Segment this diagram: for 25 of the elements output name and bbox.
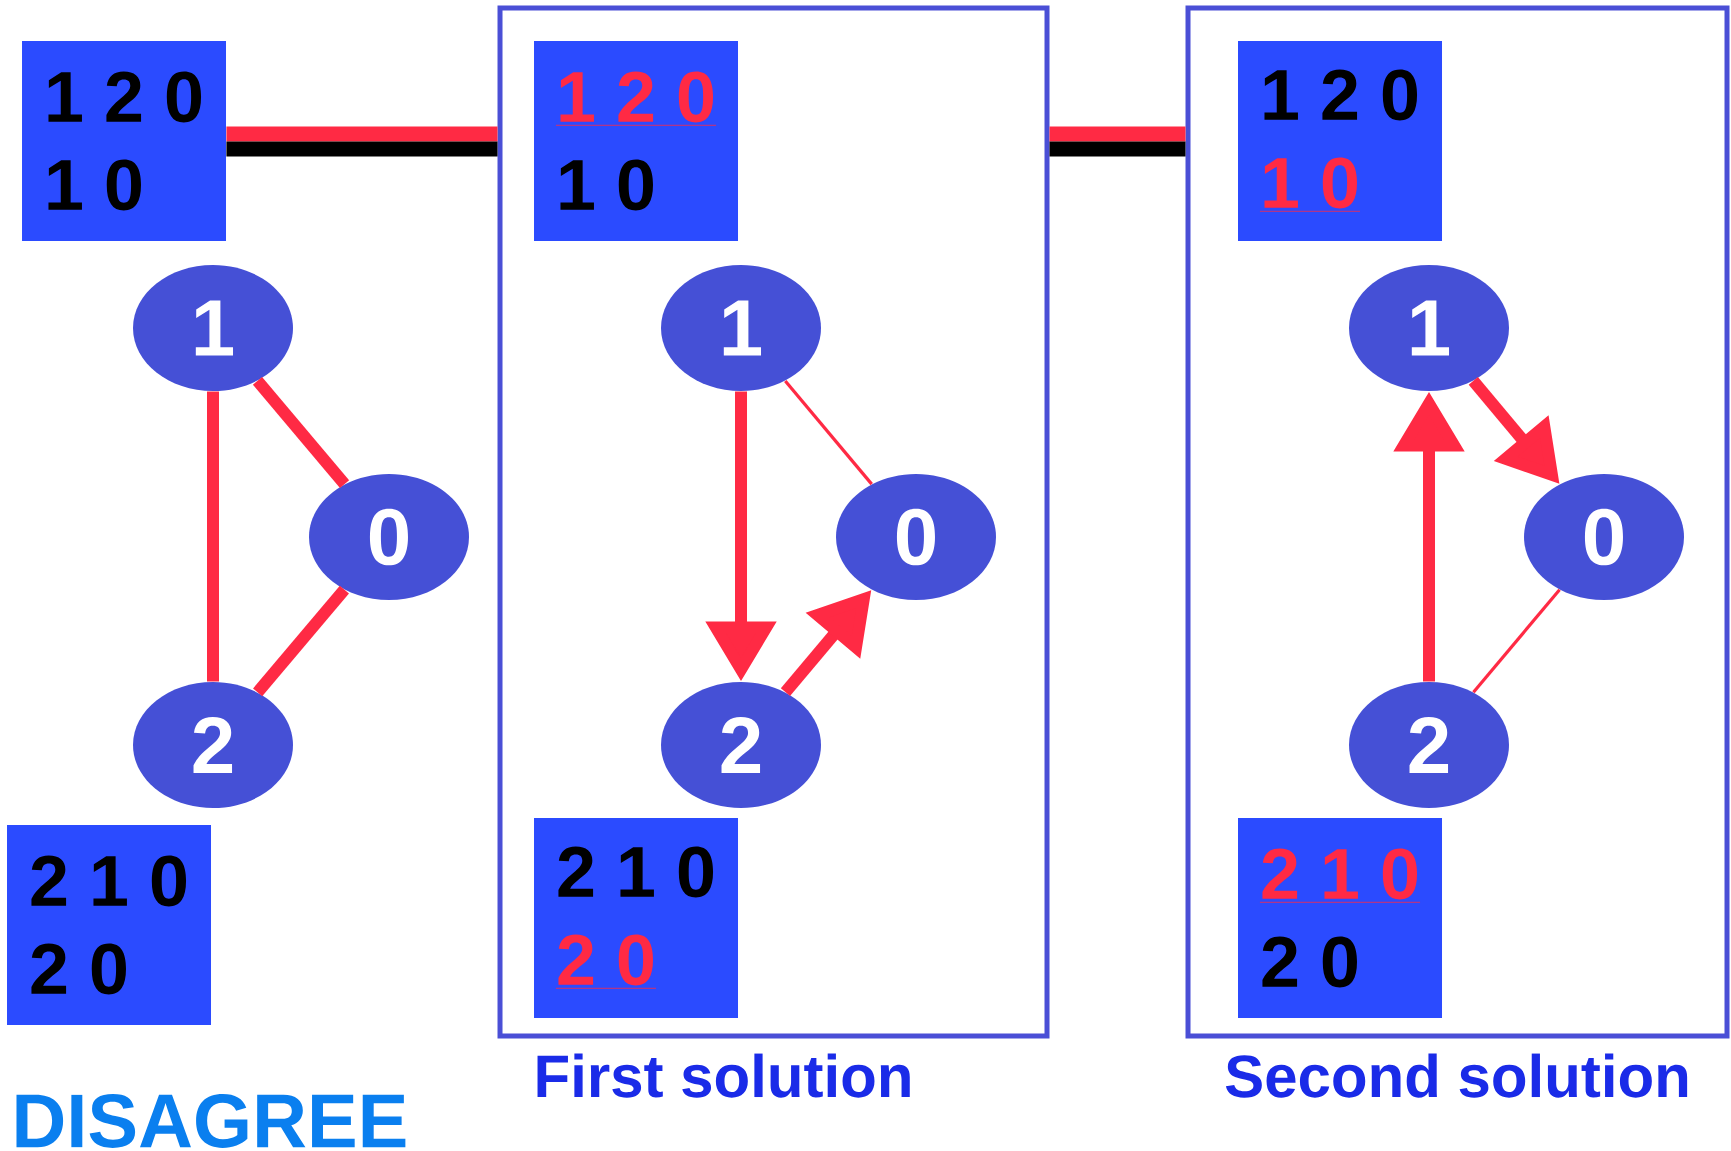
route-table: 2 1 0 2 0 [7, 825, 211, 1025]
route-table: 2 1 0 2 0 [534, 818, 738, 1018]
router-node: 1 [133, 265, 293, 391]
router-node: 2 [133, 682, 293, 808]
router-node: 0 [309, 474, 469, 600]
link-line [253, 585, 349, 697]
frame-caption: Second solution [1225, 1053, 1688, 1098]
link-line [207, 391, 219, 682]
diagram-label: DISAGREE [16, 1094, 406, 1148]
frame-caption: First solution [537, 1053, 910, 1098]
route-table: 1 2 0 1 0 [22, 41, 226, 241]
route-table: 2 1 0 2 0 [1238, 818, 1442, 1018]
router-node: 1 [661, 265, 821, 391]
router-node: 2 [1349, 682, 1509, 808]
link-line [1049, 126, 1186, 157]
router-node: 0 [1524, 474, 1684, 600]
link-line [226, 126, 498, 157]
link-line [784, 379, 873, 486]
router-node: 1 [1349, 265, 1509, 391]
route-table: 1 2 0 1 0 [534, 41, 738, 241]
router-node: 2 [661, 682, 821, 808]
link-line [252, 376, 350, 489]
link-line [1472, 588, 1561, 694]
route-table: 1 2 0 1 0 [1238, 41, 1442, 241]
router-node: 0 [836, 474, 996, 600]
